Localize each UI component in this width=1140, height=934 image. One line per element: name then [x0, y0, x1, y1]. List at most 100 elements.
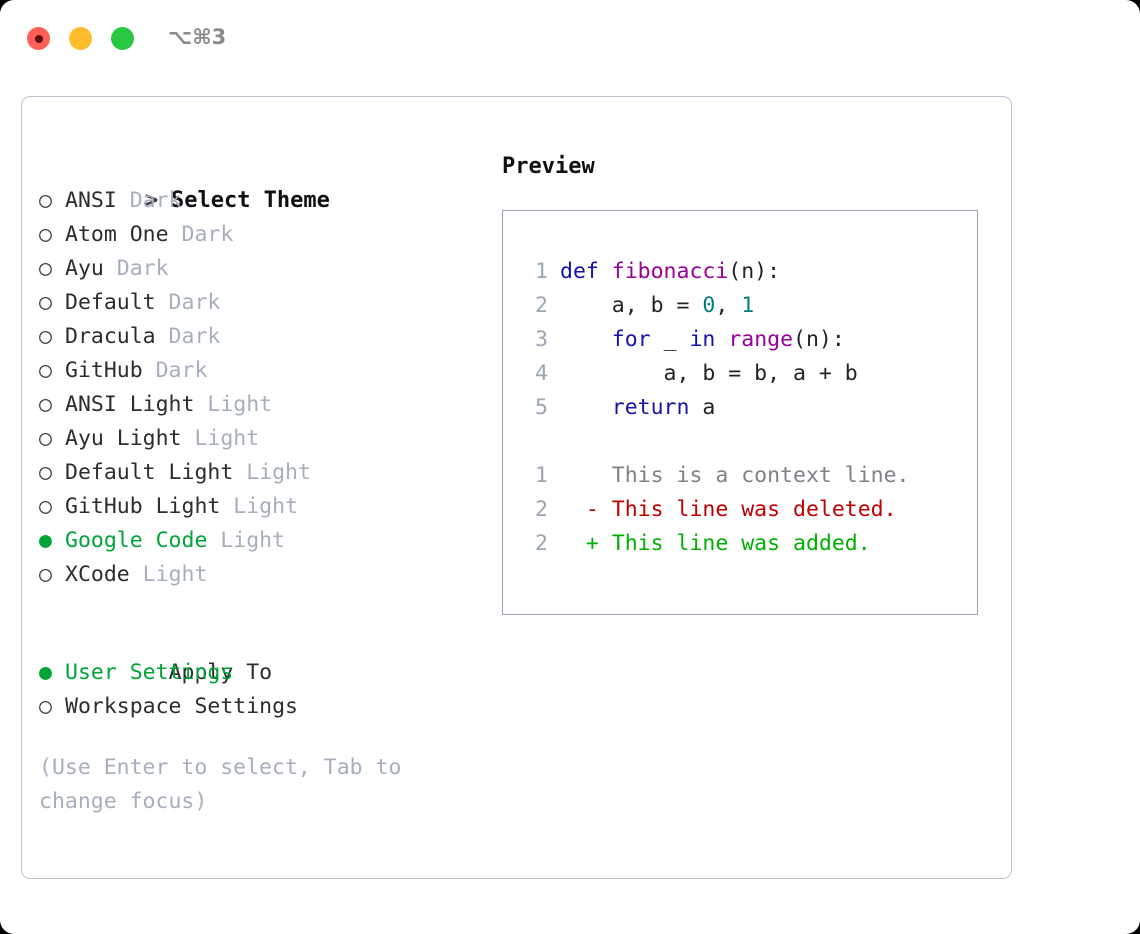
code-line-number: 4: [535, 361, 548, 386]
theme-option-ansi[interactable]: ○ANSI Dark: [39, 184, 489, 218]
apply-to-option-label: Workspace Settings: [65, 694, 298, 719]
theme-option-label: Default: [65, 290, 156, 315]
diff-line-del: 2 - This line was deleted.: [503, 493, 977, 527]
code-token-num: 1: [741, 293, 755, 318]
code-line-number: 5: [535, 395, 548, 420]
theme-option-github[interactable]: ○GitHub Dark: [39, 354, 489, 388]
theme-picker-column: >Select Theme ○ANSI Dark○Atom One Dark○A…: [39, 150, 489, 819]
theme-option-label: XCode: [65, 562, 130, 587]
theme-variant-tag: Light: [220, 494, 299, 519]
code-line: 2 a, b = 0, 1: [503, 289, 977, 323]
code-token-kw: for: [611, 327, 651, 352]
select-theme-heading: > Select Theme: [39, 150, 489, 213]
title-bar: ⌥⌘3: [0, 0, 1140, 78]
select-theme-heading-label: Select Theme: [170, 188, 330, 213]
code-line-number: 3: [535, 327, 548, 352]
main-panel: >Select Theme ○ANSI Dark○Atom One Dark○A…: [21, 96, 1012, 879]
keyboard-hint: (Use Enter to select, Tab to change focu…: [39, 755, 402, 814]
close-button[interactable]: [27, 27, 50, 50]
minimize-button[interactable]: [69, 27, 92, 50]
diff-line-add: 2 + This line was added.: [503, 527, 977, 561]
maximize-button[interactable]: [111, 27, 134, 50]
theme-variant-tag: Light: [129, 562, 208, 587]
theme-option-label: Atom One: [65, 222, 169, 247]
code-line: 4 a, b = b, a + b: [503, 357, 977, 391]
code-token-pl: a, b =: [560, 293, 703, 318]
theme-option-ansi-light[interactable]: ○ANSI Light Light: [39, 388, 489, 422]
code-token-pl: ,: [715, 293, 742, 318]
theme-variant-tag: Light: [194, 392, 273, 417]
radio-unselected-icon: ○: [39, 494, 52, 519]
theme-variant-tag: Light: [233, 460, 311, 485]
theme-option-dracula[interactable]: ○Dracula Dark: [39, 320, 489, 354]
theme-variant-tag: Dark: [103, 256, 169, 281]
diff-line-number: 1: [535, 463, 548, 488]
code-token-pl: a, b = b, a + b: [560, 361, 858, 386]
radio-unselected-icon: ○: [39, 694, 52, 719]
code-token-pl: [560, 395, 612, 420]
radio-unselected-icon: ○: [39, 426, 52, 451]
theme-option-label: Ayu: [65, 256, 104, 281]
code-line: 3 for _ in range(n):: [503, 323, 977, 357]
radio-unselected-icon: ○: [39, 392, 52, 417]
theme-variant-tag: Dark: [168, 222, 234, 247]
theme-option-label: Default Light: [65, 460, 234, 485]
radio-unselected-icon: ○: [39, 290, 52, 315]
theme-variant-tag: Dark: [142, 358, 208, 383]
code-token-kw: return: [611, 395, 690, 420]
theme-option-github-light[interactable]: ○ GitHub Light Light: [39, 490, 489, 524]
preview-title: Preview: [502, 154, 595, 179]
theme-option-default[interactable]: ○ Default Dark: [39, 286, 489, 320]
theme-option-label: Google Code: [65, 528, 208, 553]
code-token-pl: _: [650, 327, 690, 352]
theme-option-label: Ayu Light: [65, 426, 182, 451]
radio-unselected-icon: ○: [39, 188, 52, 213]
window-shortcut-label: ⌥⌘3: [168, 25, 227, 49]
theme-option-label: ANSI: [65, 188, 117, 213]
theme-option-xcode[interactable]: ○ XCode Light: [39, 558, 489, 592]
apply-to-list: ● User Settings ○ Workspace Settings: [39, 656, 489, 724]
radio-unselected-icon: ○: [39, 222, 52, 247]
diff-line-content: This is a context line.: [560, 463, 910, 488]
radio-selected-icon: ●: [39, 528, 52, 553]
code-token-pl: [715, 327, 728, 352]
code-diff-separator: [503, 425, 977, 459]
theme-option-default-light[interactable]: ○ Default Light Light: [39, 456, 489, 490]
theme-option-label: GitHub Light: [65, 494, 221, 519]
code-line: 5 return a: [503, 391, 977, 425]
code-line-number: 1: [535, 259, 548, 284]
code-token-fn: range: [728, 327, 794, 352]
prompt-caret-icon: >: [144, 188, 159, 213]
theme-option-atom-one[interactable]: ○ Atom One Dark: [39, 218, 489, 252]
diff-line-content: - This line was deleted.: [560, 497, 897, 522]
diff-line-number: 2: [535, 531, 548, 556]
section-spacer: [39, 592, 489, 622]
radio-unselected-icon: ○: [39, 324, 52, 349]
code-token-pl: a: [689, 395, 716, 420]
code-line-number: 2: [535, 293, 548, 318]
theme-variant-tag: Dark: [155, 290, 221, 315]
theme-variant-tag: Light: [207, 528, 286, 553]
theme-option-ayu[interactable]: ○Ayu Dark: [39, 252, 489, 286]
diff-line-ctx: 1 This is a context line.: [503, 459, 977, 493]
theme-option-google-code[interactable]: ● Google Code Light: [39, 524, 489, 558]
radio-unselected-icon: ○: [39, 358, 52, 383]
apply-to-heading-label: Apply To: [168, 660, 273, 685]
code-token-kw: in: [689, 327, 716, 352]
apply-to-option-workspace-settings[interactable]: ○ Workspace Settings: [39, 690, 489, 724]
code-token-num: 0: [702, 293, 716, 318]
traffic-lights: [27, 27, 134, 50]
apply-to-option-label: User Settings: [65, 660, 234, 685]
radio-unselected-icon: ○: [39, 460, 52, 485]
radio-selected-icon: ●: [39, 660, 52, 685]
code-token-fn: fibonacci: [611, 259, 729, 284]
theme-option-ayu-light[interactable]: ○Ayu Light Light: [39, 422, 489, 456]
radio-unselected-icon: ○: [39, 562, 52, 587]
diff-sample: 1 This is a context line.2 - This line w…: [503, 459, 977, 561]
apply-to-option-user-settings[interactable]: ● User Settings: [39, 656, 489, 690]
